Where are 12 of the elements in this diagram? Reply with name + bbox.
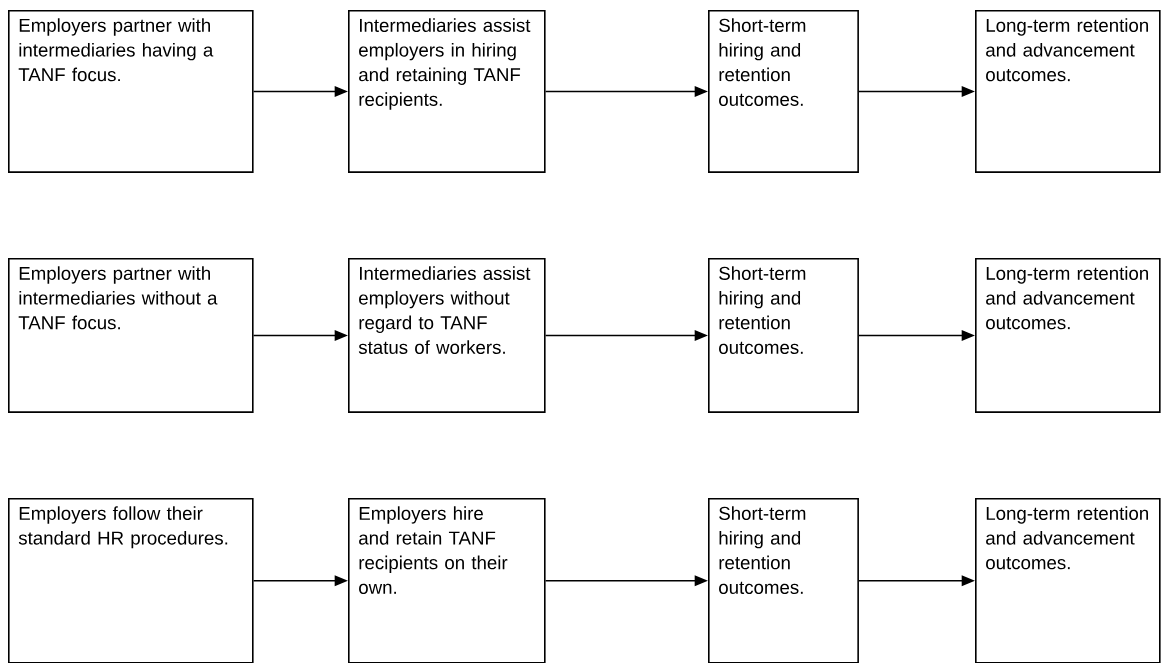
process-box: Employers partner with intermediaries having a TANF focus. [8,10,254,173]
process-box: Intermediaries assist employers in hiring and retaining TANF recipients. [348,10,546,173]
process-box: Employers follow their standard HR procedures. [8,498,254,663]
process-box: Long-term retention and advancement outcomes. [975,258,1161,413]
process-box: Long-term retention and advancement outcomes. [975,10,1161,173]
process-box: Short-term hiring and retention outcomes. [708,498,859,663]
process-box: Employers partner with intermediaries without a TANF focus. [8,258,254,413]
process-box: Employers hire and retain TANF recipients on their own. [348,498,546,663]
process-box: Long-term retention and advancement outcomes. [975,498,1161,663]
process-box: Short-term hiring and retention outcomes. [708,258,859,413]
process-box: Intermediaries assist employers without regard to TANF status of workers. [348,258,546,413]
process-box: Short-term hiring and retention outcomes. [708,10,859,173]
